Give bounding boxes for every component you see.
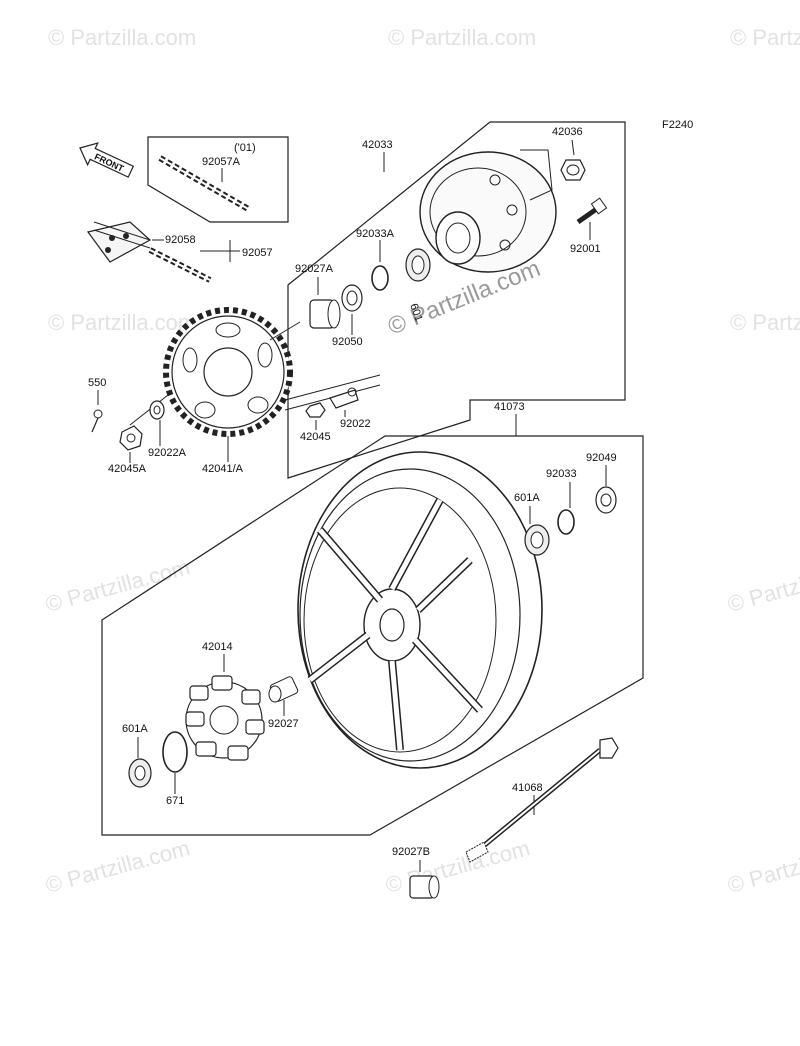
label-550: 550: [88, 377, 106, 389]
diagram-code: F2240: [662, 119, 693, 131]
watermark-text: © Partzilla.com: [730, 310, 800, 335]
lock-plate-92022: [329, 387, 359, 409]
spacer-92049: [595, 486, 617, 514]
label-92027A: 92027A: [295, 263, 334, 275]
watermark-text: © Partzilla.com: [383, 835, 533, 898]
coupling-frame: [287, 121, 626, 479]
damper-42014: [185, 675, 265, 761]
watermark-text: © Partzilla.com: [730, 25, 800, 50]
bearing-601A-right: [524, 524, 550, 556]
label-601A-left: 601A: [122, 723, 148, 735]
watermark-text: © Partzilla.com: [388, 25, 536, 50]
spacer-92050: [341, 284, 363, 312]
bearing-601A-left: [128, 758, 152, 788]
label-42045: 42045: [300, 431, 331, 443]
collar-92027: [268, 676, 299, 703]
watermark-text: © Partzilla.com: [48, 310, 196, 335]
axle-41068: [465, 737, 619, 863]
label-92057A: 92057A: [202, 156, 241, 168]
label-601-top: 601: [407, 302, 425, 323]
nut-42045: [305, 402, 326, 418]
sprocket-42041: [163, 307, 293, 437]
label-92027: 92027: [268, 718, 299, 730]
label-41068: 41068: [512, 782, 543, 794]
front-arrow-icon: FRONT: [79, 142, 135, 178]
label-92050: 92050: [332, 336, 363, 348]
label-42033: 42033: [362, 139, 393, 151]
watermark-text: © Partzilla.com: [43, 554, 193, 617]
label-92022A: 92022A: [148, 447, 187, 459]
label-92027B: 92027B: [392, 846, 430, 858]
watermark-text: © Partzilla.com: [725, 835, 800, 898]
label-92022: 92022: [340, 418, 371, 430]
label-42045A: 42045A: [108, 463, 147, 475]
collar-92027B: [409, 875, 440, 899]
master-link: [86, 221, 152, 263]
label-92033A: 92033A: [356, 228, 395, 240]
label-92057: 92057: [242, 247, 273, 259]
bolt-92001: [576, 197, 608, 225]
bearing-601: [405, 248, 431, 282]
year-note: ('01): [234, 142, 256, 154]
label-601A-right: 601A: [514, 492, 540, 504]
label-92033: 92033: [546, 468, 577, 480]
nut-42036: [560, 159, 586, 181]
label-42014: 42014: [202, 641, 233, 653]
cotter-pin-550: [91, 409, 103, 433]
castle-nut-42045A: [119, 425, 143, 451]
wheel-frame: [101, 435, 644, 836]
circlip-92033A: [371, 265, 389, 291]
watermark-text: © Partzilla.com: [43, 835, 193, 898]
chain-inset: ('01) 92057A: [147, 136, 289, 223]
washer-92022A: [149, 400, 165, 420]
label-671: 671: [166, 795, 184, 807]
label-92049: 92049: [586, 452, 617, 464]
chain-segment: [158, 155, 252, 213]
coupling-hub: [419, 149, 557, 273]
watermark-text: © Partzilla.com: [48, 25, 196, 50]
label-92058: 92058: [165, 234, 196, 246]
watermark-text: © Partzilla.com: [725, 554, 800, 617]
rear-wheel: [297, 451, 543, 769]
label-41073: 41073: [494, 401, 525, 413]
o-ring-671: [162, 731, 188, 773]
label-92001: 92001: [570, 243, 601, 255]
label-42041A: 42041/A: [202, 463, 244, 475]
collar-92027A: [309, 299, 341, 329]
circlip-92033: [557, 509, 575, 535]
label-42036: 42036: [552, 126, 583, 138]
